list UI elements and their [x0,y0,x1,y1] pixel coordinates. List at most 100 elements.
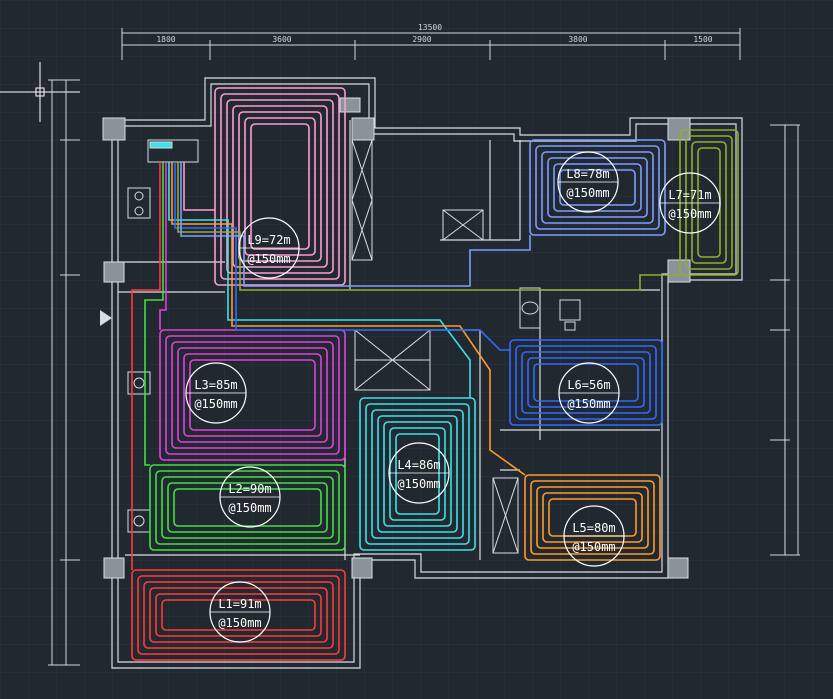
door-arrow-icon [100,310,112,326]
coil-ring [131,569,346,661]
coil-ring [524,474,661,561]
coil-ring [383,421,452,527]
supply-pipe-l2 [144,162,164,466]
coil-l1 [131,569,346,661]
coil-ring [509,339,663,426]
structural-columns [102,97,691,579]
loop-label-l7: L7=71m@150mm [659,172,721,234]
supply-pipe-l6 [174,162,510,351]
loop-length-text: L3=85m [194,378,237,392]
supply-pipe-l5 [171,162,526,476]
coil-ring [529,139,666,236]
crosshair-cursor-icon [0,62,80,122]
supply-pipe-l8 [180,162,531,287]
coil-ring [533,363,639,402]
side-dimension-lines [48,79,800,666]
heating-coils [131,87,739,661]
top-dimension-line [121,28,741,60]
top-dim-2: 3600 [272,35,291,44]
coil-ring [365,403,470,545]
coil-l4 [359,397,476,551]
coil-ring [214,87,346,286]
coil-ring [161,476,334,539]
top-dim-1: 1800 [156,35,175,44]
supply-pipe-l1 [131,162,161,570]
coil-ring [559,169,636,206]
coil-ring [183,353,322,437]
coil-l8 [529,139,666,236]
loop-length-text: L5=80m [572,521,615,535]
coil-l7 [679,129,739,276]
loop-length-text: L1=91m [218,597,261,611]
loop-label-l8: L8=78m @150mm [557,151,619,213]
coil-ring [691,141,727,264]
loop-label-l5: L5=80m@150mm [563,505,625,567]
loop-label-l3: L3=85m @150mm [185,362,247,424]
loop-spacing-text: @150mm [247,252,290,266]
loop-label-l9: L9=72m @150mm [238,217,300,279]
coil-ring [515,345,657,420]
coil-ring [173,488,322,527]
building-walls [111,77,743,669]
coil-ring [155,593,322,637]
coil-l6 [509,339,663,426]
coil-ring [389,427,446,521]
coil-ring [226,99,334,274]
supply-pipe-l4 [168,162,471,398]
coil-ring [171,341,334,449]
coil-ring [238,111,322,262]
coil-ring [161,599,316,631]
loop-length-text: L6=56m [567,378,610,392]
coil-ring [165,335,340,455]
coil-ring [679,129,739,276]
loop-length-text: L7=71m [668,188,711,202]
top-dim-3: 2900 [412,35,431,44]
manifold-box [147,139,199,163]
loop-label-l6: L6=56m @150mm [558,362,620,424]
supply-pipe-l9 [183,162,215,211]
coil-ring [542,492,643,543]
coil-ring [167,482,328,533]
coil-ring [149,464,346,551]
coil-ring [685,135,733,270]
overall-dimension-text: 13500 [418,23,442,32]
coil-ring [250,123,310,250]
coil-ring [541,151,654,224]
loop-length-text: L2=90m [228,482,271,496]
loop-spacing-text: @150mm [397,477,440,491]
coil-ring [137,575,340,655]
coil-l2 [149,464,346,551]
coil-ring [547,157,648,218]
loop-length-text: L9=72m [247,233,290,247]
coil-ring [220,93,340,280]
coil-ring [395,433,440,515]
loop-spacing-text: @150mm [218,616,261,630]
loop-label-l2: L2=90m @150mm [219,466,281,528]
coil-ring [530,480,655,555]
loop-spacing-text: @150mm [194,397,237,411]
coil-ring [232,105,328,268]
supply-pipe-l7 [177,162,680,291]
coil-ring [155,470,340,545]
top-dim-5: 1500 [693,35,712,44]
coil-ring [371,409,464,539]
coil-ring [359,397,476,551]
supply-pipe-l3 [159,162,167,330]
coil-ring [189,359,316,431]
coil-ring [535,145,660,230]
coil-ring [521,351,651,414]
coil-ring [536,486,649,549]
loop-length-text: L8=78m [566,167,609,181]
loop-spacing-text: @150mm [228,501,271,515]
loop-length-text: L4=86m [397,458,440,472]
loop-spacing-text: @150mm [566,186,609,200]
coil-l3 [159,329,346,461]
supply-pipes [131,162,680,570]
loop-spacing-text: @150mm [567,397,610,411]
coil-ring [527,357,645,408]
loop-label-l1: L1=91m @150mm [209,581,271,643]
coil-ring [377,415,458,533]
coil-ring [244,117,316,256]
